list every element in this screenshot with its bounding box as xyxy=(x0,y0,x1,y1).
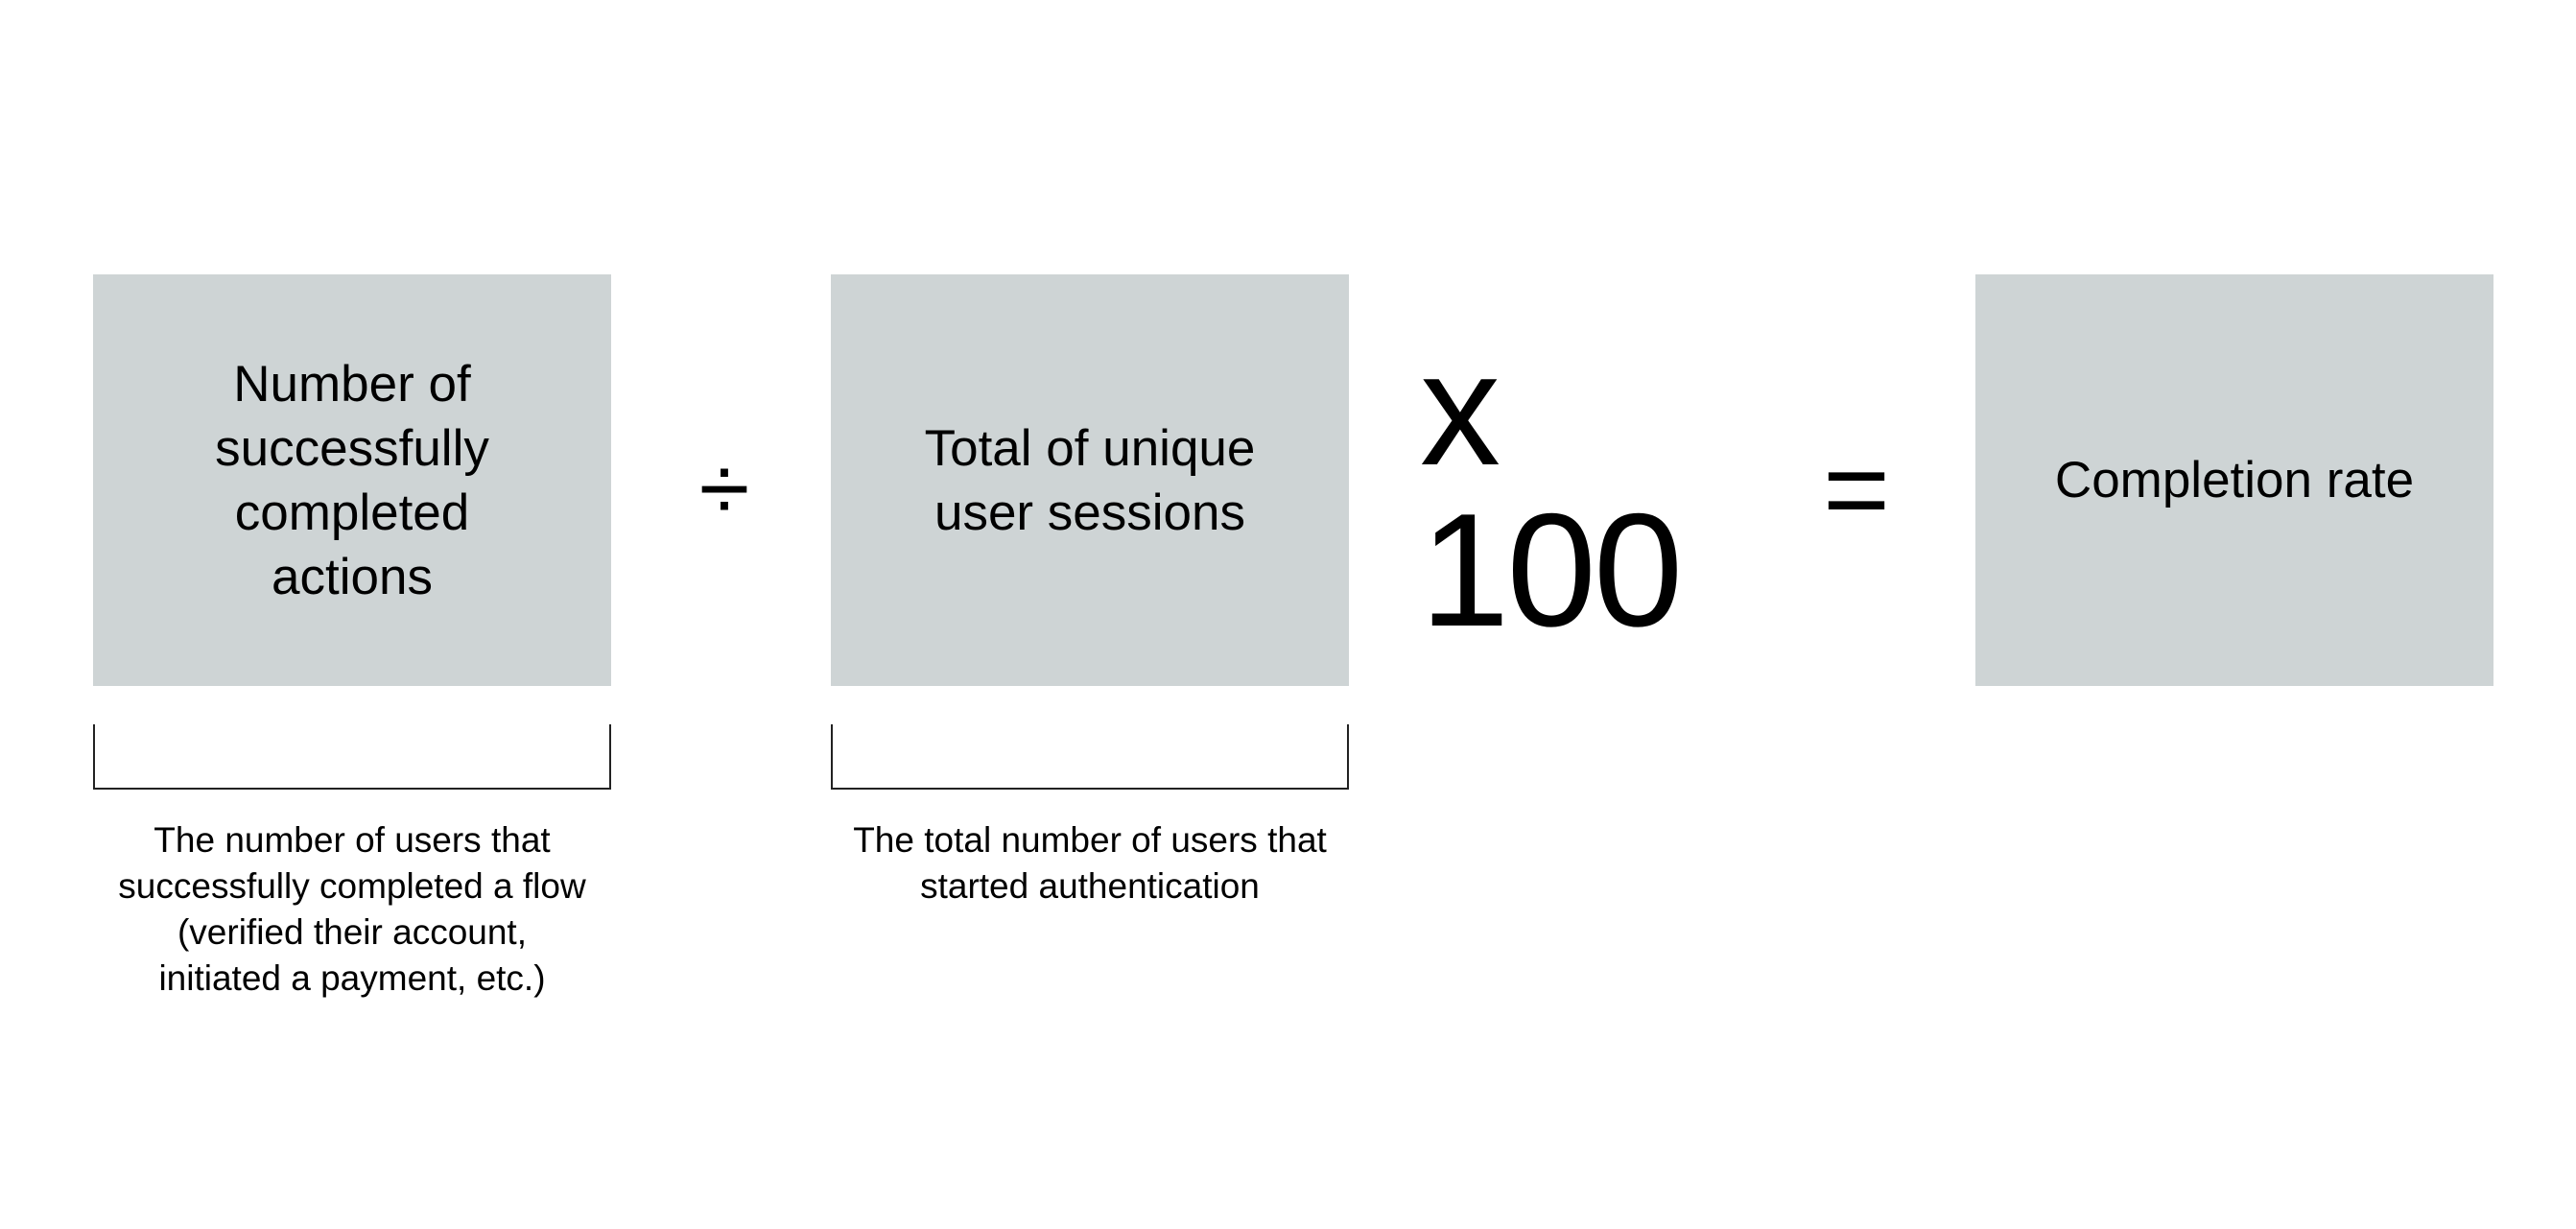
equals-operator: = xyxy=(1822,425,1891,554)
numerator-bracket xyxy=(93,724,611,790)
denominator-description: The total number of users that started a… xyxy=(853,820,1327,906)
numerator-box: Number of successfully completed actions xyxy=(93,274,611,686)
denominator-box: Total of unique user sessions xyxy=(831,274,1349,686)
result-label: Completion rate xyxy=(2054,452,2415,508)
result-box: Completion rate xyxy=(1975,274,2493,686)
denominator-bracket xyxy=(831,724,1349,790)
numerator-label: Number of successfully completed actions xyxy=(215,355,489,605)
numerator-description: The number of users that successfully co… xyxy=(118,820,586,998)
divide-operator: ÷ xyxy=(698,437,750,540)
denominator-label: Total of unique user sessions xyxy=(924,419,1256,541)
multiplier-text: x 100 xyxy=(1420,319,1683,660)
